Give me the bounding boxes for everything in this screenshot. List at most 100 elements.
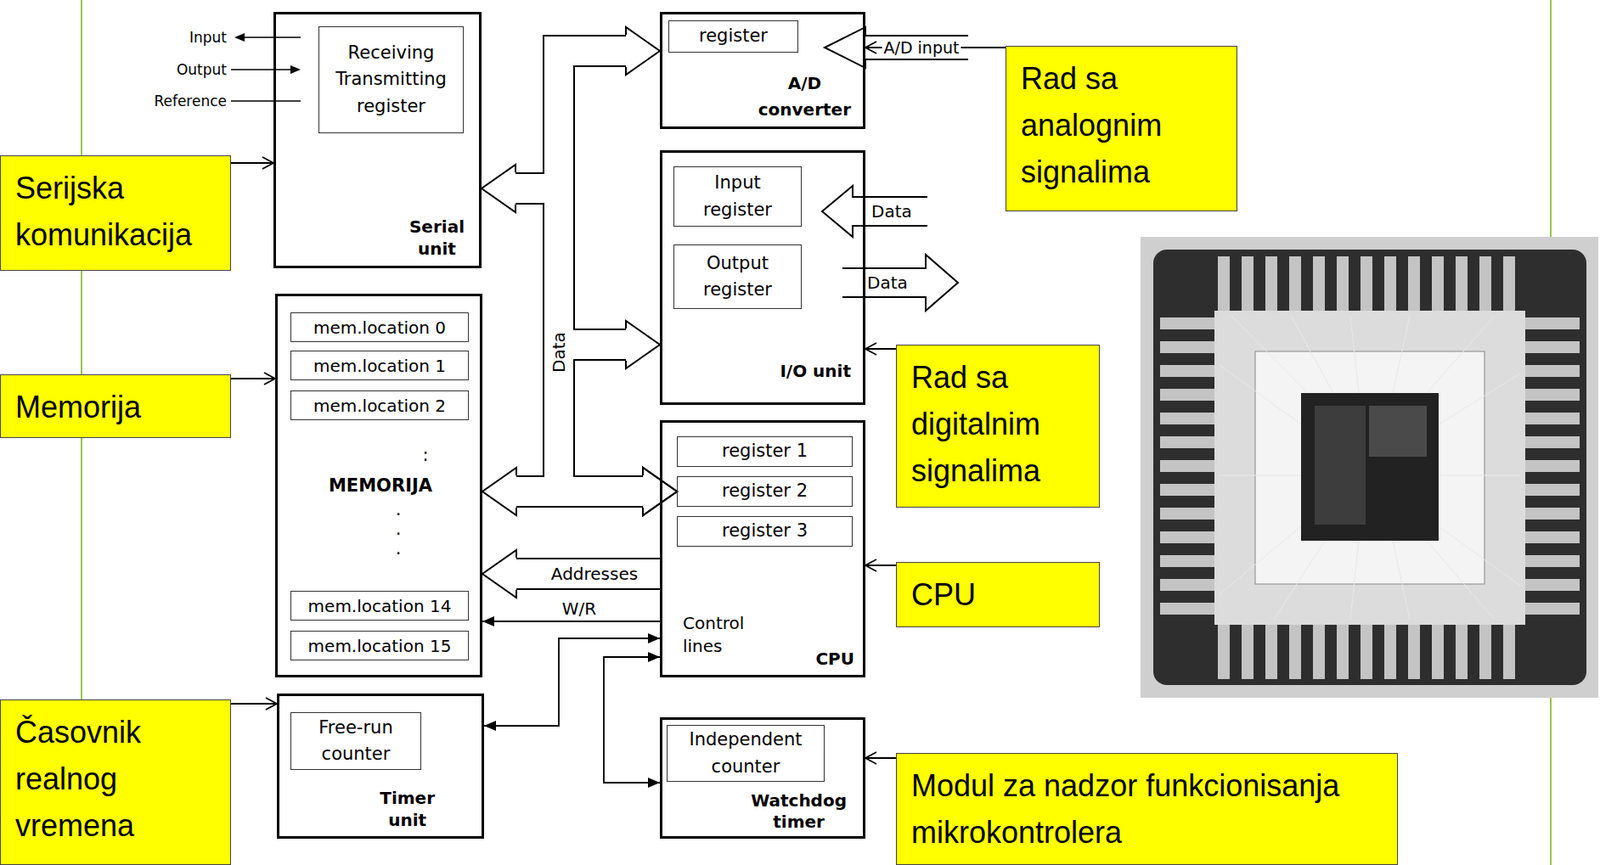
bus-fill [558,344,643,492]
label-anchor: Input [189,28,227,46]
text-anchor: A/D converter [758,70,851,124]
register-box: Receiving Transmitting register [318,26,464,134]
box-text: Output register [677,250,798,305]
signal-line [230,100,301,102]
signal-line [244,36,301,39]
callout-box: CPU [895,562,1100,628]
connector-label: A/D input [882,38,962,58]
bus-outline [516,475,643,508]
wire-group [230,41,1006,789]
callout-box: Modul za nadzor funkcionisanja mikrokont… [895,753,1398,865]
callout-box: Rad sa digitalnim signalima [895,344,1100,508]
chip-pins [1520,317,1580,627]
hollow-arrow [842,254,958,311]
box-text: Receiving Transmitting register [322,39,460,121]
unit-box: Serial unit Receiving Transmitting regist… [273,11,482,269]
connector-label: W/R [560,598,598,620]
wire [865,564,896,567]
box-text: register [698,22,768,51]
box-text: Free-run counter [294,715,417,769]
bus-fill [516,559,660,589]
box-text: register 2 [721,478,808,506]
unit-title: A/D converter [758,70,851,124]
box-text: mem.location 14 [308,593,452,620]
label-anchor: Reference [153,92,227,110]
arrow-head [865,41,877,54]
unit-box: : MEMORIJA . . . mem.location 0 mem.location… [275,293,483,678]
hollow-arrow [824,27,969,68]
wire [603,657,660,784]
hollow-arrow-head [482,467,517,516]
chip-cavity [1255,351,1485,585]
text-anchor: Serial unit [409,215,465,260]
box-text: register 3 [721,518,808,546]
bus-label: Data [869,201,914,222]
register-box: Independent counter [666,725,825,783]
register-box: Output register [673,244,802,310]
bus-fill-group [515,50,660,575]
bus-outline [516,557,660,591]
chip-die [1301,393,1439,541]
label-anchor: Addresses [549,563,640,585]
arrow-head [865,752,877,765]
box-text: Rad sa digitalnim signalima [911,354,1094,495]
callout-box: Serijska komunikacija [0,155,231,271]
signal-name: Reference [153,92,227,110]
box-text: Memorija [15,383,226,431]
die-region [1369,405,1427,457]
arrow-head [647,777,660,789]
label-anchor: Data [865,272,910,293]
text-anchor: MEMORIJA [328,475,433,497]
register-box: Free-run counter [290,712,422,771]
arrow-head [647,633,660,644]
wire [230,162,274,164]
hollow-arrow [822,185,928,237]
unit-title: MEMORIJA [328,475,433,497]
bus-label: Data [865,272,910,293]
label-anchor: Data [869,201,914,222]
unit-box: Watchdog timerIndependent counter [659,717,866,840]
arrow-head [290,65,301,74]
label-anchor: Output [176,61,227,79]
unit-box: I/O unit Input registerOutput register [659,150,866,406]
hollow-arrow-head [625,321,660,369]
chip-pins [1160,317,1220,627]
callout-box: Časovnik realnog vremena [0,699,231,865]
arrow-head [484,721,496,732]
box-text: Input register [677,169,798,224]
hollow-arrow-head [482,550,517,598]
signal-name: Output [176,61,227,79]
arrow-head [647,652,660,663]
bus-fill [516,477,643,507]
box-text: Rad sa analognim signalima [1020,55,1232,196]
photo-ground [1140,236,1599,699]
bond-wires [1219,315,1521,620]
wire [484,638,660,727]
unit-title: Serial unit [409,215,465,260]
text-anchor: I/O unit [779,360,851,383]
box-text: mem.location 0 [313,315,446,341]
unit-title: CPU [815,647,855,671]
box-text: . . . [395,500,402,559]
callout-box: Memorija [0,374,231,439]
chip-substrate [1214,310,1526,626]
chip-package [1153,249,1587,686]
connector-label: Addresses [549,563,640,585]
box-text: Control lines [682,612,744,659]
unit-box: A/D converter register [659,11,866,130]
wire [230,377,276,380]
text-anchor: Timer unit [379,787,435,832]
arrow-head [865,343,877,355]
signal-name: Input [189,28,227,46]
box-text: Časovnik realnog vremena [15,709,226,850]
memory-cell: mem.location 15 [290,630,469,661]
chip-pins [1217,619,1527,680]
arrow-head [265,698,277,710]
text-anchor: : [422,445,429,467]
wire [482,620,660,623]
box-text: mem.location 15 [308,633,452,660]
wire [230,703,277,705]
box-text: mem.location 2 [313,393,446,419]
box-text: Modul za nadzor funkcionisanja mikrokont… [911,762,1392,857]
chip-pins [1217,256,1527,316]
